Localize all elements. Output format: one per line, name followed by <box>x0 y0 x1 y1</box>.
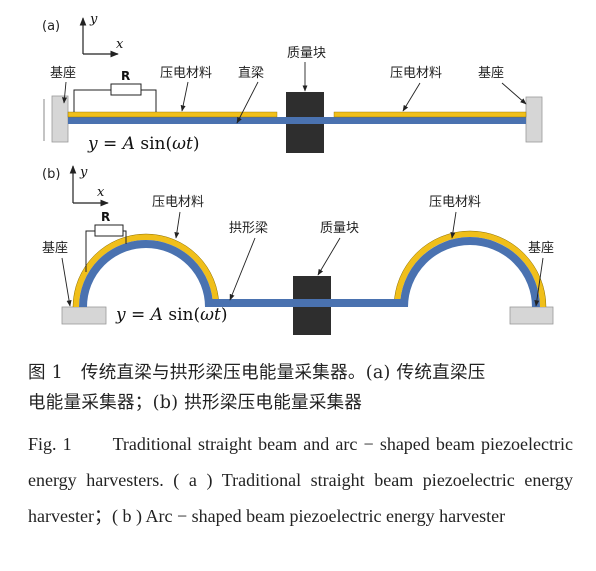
caption-chinese: 图 1 传统直梁与拱形梁压电能量采集器。(a) 传统直梁压 电能量采集器；(b)… <box>28 358 573 418</box>
label-straight-beam: 直梁 <box>238 66 264 81</box>
caption-chinese-line-2: 电能量采集器；(b) 拱形梁压电能量采集器 <box>28 393 363 413</box>
caption-english: Fig. 1 Traditional straight beam and arc… <box>28 434 573 526</box>
label-mass-b: 质量块 <box>320 221 359 236</box>
excitation-equation: y = A sin(ωt) <box>87 134 199 154</box>
arch-beam-left <box>79 240 213 308</box>
label-arch-beam: 拱形梁 <box>229 221 268 236</box>
y-axis-label: y <box>89 12 98 27</box>
panel-b-tag: (b) <box>42 167 60 182</box>
beam-through-mass <box>286 117 324 124</box>
base-right-block <box>525 96 543 143</box>
caption-chinese-line-1: 图 1 传统直梁与拱形梁压电能量采集器。(a) 传统直梁压 <box>28 363 486 383</box>
panel-a-tag: (a) <box>42 19 60 34</box>
resistor-label-b: R <box>101 210 110 224</box>
resistor-b <box>94 224 124 237</box>
panel-a: (a) y x R 基座 压电材料 直梁 质量块 压电材料 <box>42 12 543 154</box>
leader-base-right-b <box>534 257 544 307</box>
piezo-layer-right <box>333 111 527 118</box>
panel-b: (b) y x R 压电材料 拱形梁 质量块 压电材料 <box>42 165 554 335</box>
piezo-arch-right <box>394 231 546 308</box>
label-base-left-b: 基座 <box>42 241 68 256</box>
label-base-left: 基座 <box>50 66 76 81</box>
beam-through-mass-b <box>293 299 331 307</box>
x-axis-label: x <box>116 37 124 52</box>
leader-mass-b <box>317 237 341 276</box>
y-axis-label-b: y <box>79 165 88 180</box>
resistor-label: R <box>121 69 130 83</box>
base-left-block <box>51 95 69 143</box>
piezo-layer-left <box>67 111 278 118</box>
piezo-arch-left <box>73 234 219 308</box>
label-mass: 质量块 <box>287 46 326 61</box>
leader-piezo-right-b <box>450 211 457 239</box>
resistor-wire-right-b <box>123 230 127 244</box>
resistor-wire-right <box>141 89 157 112</box>
leader-arch-beam <box>229 237 256 301</box>
leader-base-right <box>501 82 527 105</box>
leader-piezo-left-b <box>174 211 181 239</box>
label-piezo-right: 压电材料 <box>390 66 442 81</box>
resistor <box>110 83 142 96</box>
label-base-right-b: 基座 <box>528 241 554 256</box>
leader-base-left <box>62 81 68 104</box>
label-piezo-left: 压电材料 <box>160 66 212 81</box>
label-piezo-right-b: 压电材料 <box>429 195 481 210</box>
excitation-equation-b: y = A sin(ωt) <box>115 305 227 325</box>
label-piezo-left-b: 压电材料 <box>152 195 204 210</box>
leader-straight-beam <box>236 81 259 124</box>
resistor-wire-left <box>73 89 111 112</box>
x-axis-label-b: x <box>97 185 105 200</box>
base-left-block-b <box>61 306 107 325</box>
base-right-block-b <box>509 306 554 325</box>
leader-base-left-b <box>61 257 72 307</box>
arch-beam-right <box>400 237 540 308</box>
resistor-wire-left-b <box>85 230 95 272</box>
label-base-right: 基座 <box>478 66 504 81</box>
leader-piezo-left <box>180 81 189 112</box>
leader-piezo-right <box>402 82 421 112</box>
